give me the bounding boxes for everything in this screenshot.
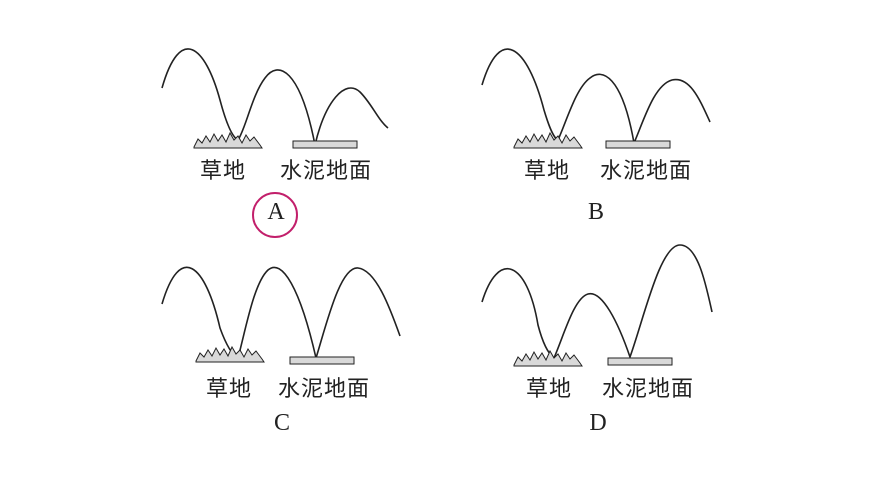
grass-patch: [513, 131, 583, 149]
bounce-trajectory: [161, 266, 401, 362]
option-c-figure: [161, 266, 401, 365]
option-d-panel[interactable]: 草地 水泥地面 D: [472, 240, 772, 440]
grass-label: 草地: [526, 377, 573, 402]
concrete-slab: [605, 140, 671, 149]
concrete-slab: [607, 357, 673, 366]
concrete-label: 水泥地面: [278, 377, 371, 402]
option-b-figure: [481, 48, 711, 149]
option-a-panel[interactable]: 草地 水泥地面 A: [150, 40, 450, 240]
option-letter: A: [267, 199, 285, 225]
grass-patch: [195, 345, 265, 363]
bounce-trajectory: [161, 48, 389, 146]
option-letter: D: [589, 410, 607, 436]
concrete-label: 水泥地面: [280, 159, 373, 184]
concrete-label: 水泥地面: [600, 159, 693, 184]
concrete-label: 水泥地面: [602, 377, 695, 402]
option-letter: C: [273, 410, 290, 436]
grass-label: 草地: [206, 377, 253, 402]
bounce-trajectory: [481, 48, 711, 146]
grass-patch: [513, 349, 583, 367]
concrete-slab: [289, 356, 355, 365]
concrete-slab: [292, 140, 358, 149]
option-a-figure: [161, 48, 389, 149]
option-letter: B: [587, 199, 604, 225]
option-c-panel[interactable]: 草地 水泥地面 C: [150, 258, 450, 458]
grass-label: 草地: [524, 159, 571, 184]
selected-answer-circle: [252, 192, 298, 238]
option-d-figure: [481, 244, 713, 367]
grass-label: 草地: [200, 159, 247, 184]
grass-patch: [193, 131, 263, 149]
bounce-trajectory: [481, 244, 713, 360]
option-b-panel[interactable]: 草地 水泥地面 B: [472, 40, 772, 240]
